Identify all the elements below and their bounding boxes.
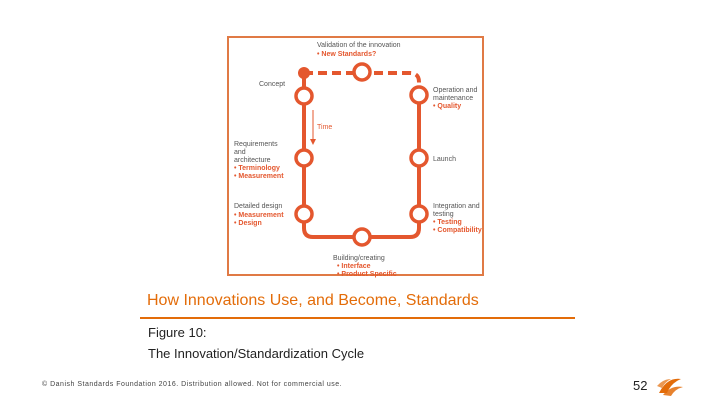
title-divider (140, 317, 575, 319)
validation-label: Validation of the innovation (317, 42, 401, 49)
node-operation (409, 85, 429, 105)
caption-line-1: Figure 10: (148, 325, 207, 340)
integration-bullet-2: • Compatibility (433, 227, 482, 234)
node-concept-lower (294, 86, 314, 106)
operation-label-2: maintenance (433, 95, 473, 102)
detailed-bullet-1: • Measurement (234, 212, 284, 219)
validation-dashed-path (304, 71, 421, 95)
caption-line-2: The Innovation/Standardization Cycle (148, 346, 365, 361)
requirements-label-3: architecture (234, 157, 271, 164)
detailed-design-label: Detailed design (234, 203, 282, 210)
copyright-footer: © Danish Standards Foundation 2016. Dist… (42, 381, 343, 388)
building-bullet-1: • Interface (337, 263, 371, 270)
operation-bullet: • Quality (433, 103, 461, 110)
requirements-bullet-1: • Terminology (234, 165, 280, 172)
operation-label-1: Operation and (433, 87, 477, 94)
node-launch (409, 148, 429, 168)
detailed-bullet-2: • Design (234, 220, 262, 227)
integration-label-2: testing (433, 211, 454, 218)
building-label: Building/creating (333, 255, 385, 262)
node-requirements (294, 148, 314, 168)
cycle-path (302, 73, 421, 239)
validation-bullet: • New Standards? (317, 51, 376, 58)
requirements-bullet-2: • Measurement (234, 173, 284, 180)
node-validation (352, 62, 372, 82)
node-detailed-design (294, 204, 314, 224)
concept-label: Concept (259, 81, 285, 88)
ds-logo-icon (657, 378, 683, 396)
node-building (352, 227, 372, 247)
node-concept (298, 67, 310, 79)
innovation-cycle-diagram: Time Validation of the innovation • New … (234, 42, 482, 278)
launch-label: Launch (433, 156, 456, 163)
requirements-label-1: Requirements (234, 141, 278, 148)
figure-caption: Figure 10: The Innovation/Standardizatio… (148, 322, 364, 364)
node-integration (409, 204, 429, 224)
building-bullet-2: • Product Specific (337, 271, 397, 278)
integration-label-1: Integration and (433, 203, 480, 210)
figure-frame: Time Validation of the innovation • New … (227, 36, 484, 278)
time-label: Time (317, 124, 332, 131)
time-arrowhead-icon (310, 139, 316, 145)
integration-bullet-1: • Testing (433, 219, 462, 226)
requirements-label-2: and (234, 149, 246, 156)
page-number: 52 (633, 378, 648, 393)
slide-title: How Innovations Use, and Become, Standar… (147, 292, 479, 309)
